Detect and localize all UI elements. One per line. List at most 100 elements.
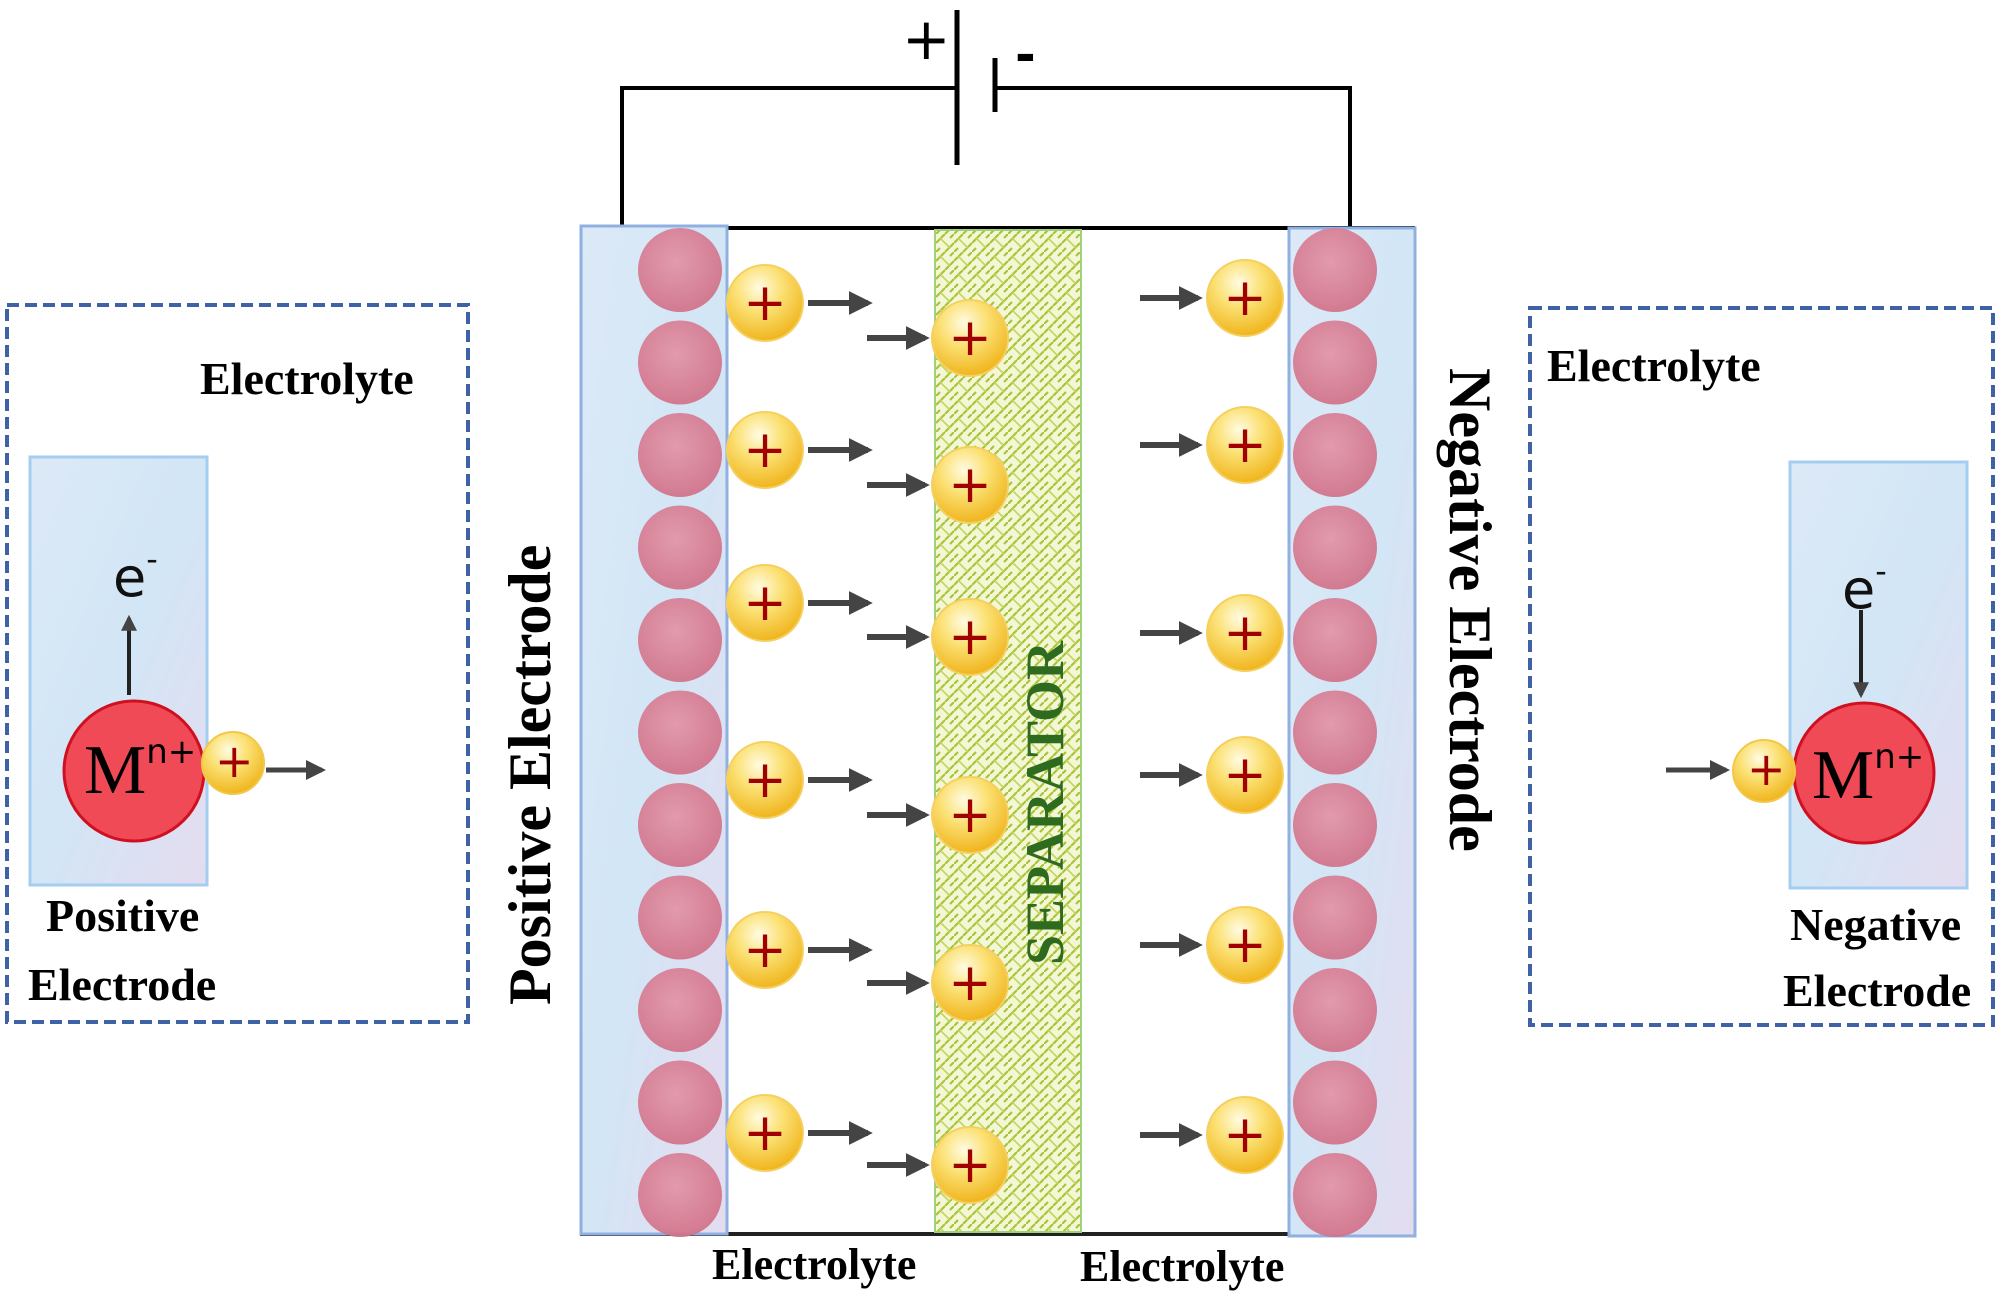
left-inset-electrode-label-2: Electrode — [28, 959, 217, 1010]
electrode-particle — [1293, 968, 1377, 1052]
electrode-particle — [638, 1153, 722, 1237]
electrode-particle — [638, 783, 722, 867]
electrode-particle — [638, 598, 722, 682]
battery-minus-sign: - — [1015, 26, 1036, 84]
cation-sign: + — [1223, 268, 1267, 328]
right-inset-electrode-label-2: Electrode — [1783, 965, 1972, 1016]
cation-body — [1206, 406, 1284, 484]
left-inset-electrode-label-1: Positive — [46, 890, 200, 941]
electrolyte-label-left: Electrolyte — [712, 1240, 917, 1289]
electrode-particle — [1293, 690, 1377, 775]
cation-at-negative-electrode: + — [1206, 259, 1284, 337]
cation-at-positive-electrode: + — [726, 741, 804, 819]
negative-electrode-label: Negative Electrode — [1437, 368, 1503, 852]
electrode-particle — [638, 875, 722, 960]
electrode-particle — [1293, 505, 1377, 590]
left-inset-electrolyte-label: Electrolyte — [200, 353, 414, 404]
cation-flow: + + + + + + + + + + + + + + + + + + — [726, 259, 1284, 1204]
right-inset-cation — [1732, 739, 1796, 803]
separator — [934, 229, 1082, 1233]
cation-at-positive-electrode: + — [726, 911, 804, 989]
cation-sign: + — [1223, 603, 1267, 663]
cation-body — [1206, 906, 1284, 984]
cation-sign: + — [743, 573, 787, 633]
left-inset — [5, 303, 470, 1024]
cation-sign: + — [948, 308, 992, 368]
cation-at-negative-electrode: + — [1206, 906, 1284, 984]
left-inset-cation — [201, 731, 265, 795]
electrode-particle — [638, 1060, 722, 1145]
cation-body — [931, 299, 1009, 377]
cation-sign: + — [743, 273, 787, 333]
right-metal-ion-label: Mn+ — [1812, 737, 1925, 814]
positive-electrode-label: Positive Electrode — [497, 544, 563, 1005]
cation-sign: + — [743, 420, 787, 480]
cation-body — [726, 411, 804, 489]
cation-sign: + — [1223, 745, 1267, 805]
cation-in-separator: + — [931, 944, 1009, 1022]
cation-sign: + — [948, 607, 992, 667]
cation-body — [1206, 1096, 1284, 1174]
electrode-particle — [1293, 598, 1377, 682]
electrolyte-label-right: Electrolyte — [1080, 1242, 1285, 1291]
cation-sign: + — [1223, 415, 1267, 475]
cation-at-negative-electrode: + — [1206, 1096, 1284, 1174]
electrode-particle — [1293, 228, 1377, 312]
electrode-particle — [1293, 783, 1377, 867]
left-inset-border — [5, 303, 470, 1024]
right-inset-electrolyte-label: Electrolyte — [1547, 340, 1761, 391]
cation-in-separator: + — [931, 299, 1009, 377]
cation-body — [726, 264, 804, 342]
right-inset-electrode-label-1: Negative — [1790, 899, 1962, 950]
cation-body — [726, 1094, 804, 1172]
cation-at-positive-electrode: + — [726, 564, 804, 642]
electrode-particle — [638, 690, 722, 775]
cation-body — [931, 446, 1009, 524]
electrode-particle — [1293, 1153, 1377, 1237]
cation-in-separator: + — [931, 776, 1009, 854]
electrode-particle — [1293, 413, 1377, 497]
battery-plus-sign: + — [902, 5, 951, 73]
cation-at-positive-electrode: + — [726, 1094, 804, 1172]
right-inset — [1528, 306, 1995, 1027]
cation-at-negative-electrode: + — [1206, 406, 1284, 484]
cation-sign: + — [743, 920, 787, 980]
right-inset-cation-sign: + — [1747, 742, 1786, 796]
cation-sign: + — [743, 750, 787, 810]
cation-sign: + — [948, 953, 992, 1013]
cation-body — [931, 944, 1009, 1022]
cation-body — [931, 1126, 1009, 1204]
cation-sign: + — [1223, 915, 1267, 975]
cation-at-negative-electrode: + — [1206, 594, 1284, 672]
cation-body — [931, 598, 1009, 676]
electrode-particle — [638, 228, 722, 312]
cation-body — [726, 911, 804, 989]
negative-electrode-particles — [1293, 228, 1377, 1237]
left-metal-ion-label: Mn+ — [84, 732, 197, 809]
cation-body — [726, 741, 804, 819]
cation-in-separator: + — [931, 446, 1009, 524]
cation-at-positive-electrode: + — [726, 264, 804, 342]
electrode-particle — [638, 505, 722, 590]
cation-sign: + — [948, 785, 992, 845]
electrode-particle — [638, 320, 722, 405]
cation-sign: + — [948, 455, 992, 515]
cation-body — [1206, 736, 1284, 814]
cation-in-separator: + — [931, 1126, 1009, 1204]
electrode-particle — [1293, 875, 1377, 960]
cation-body — [931, 776, 1009, 854]
cation-body — [1206, 259, 1284, 337]
cation-at-negative-electrode: + — [1206, 736, 1284, 814]
electrode-particle — [638, 413, 722, 497]
electrode-particle — [638, 968, 722, 1052]
right-inset-border — [1528, 306, 1995, 1027]
electrode-particle — [1293, 320, 1377, 405]
left-inset-cation-sign: + — [215, 734, 254, 788]
cation-body — [726, 564, 804, 642]
cation-sign: + — [1223, 1105, 1267, 1165]
separator-label: SEPARATOR — [1015, 640, 1075, 965]
right-electron-label: e- — [1842, 552, 1887, 621]
cation-sign: + — [743, 1103, 787, 1163]
cation-at-positive-electrode: + — [726, 411, 804, 489]
electrode-particle — [1293, 1060, 1377, 1145]
